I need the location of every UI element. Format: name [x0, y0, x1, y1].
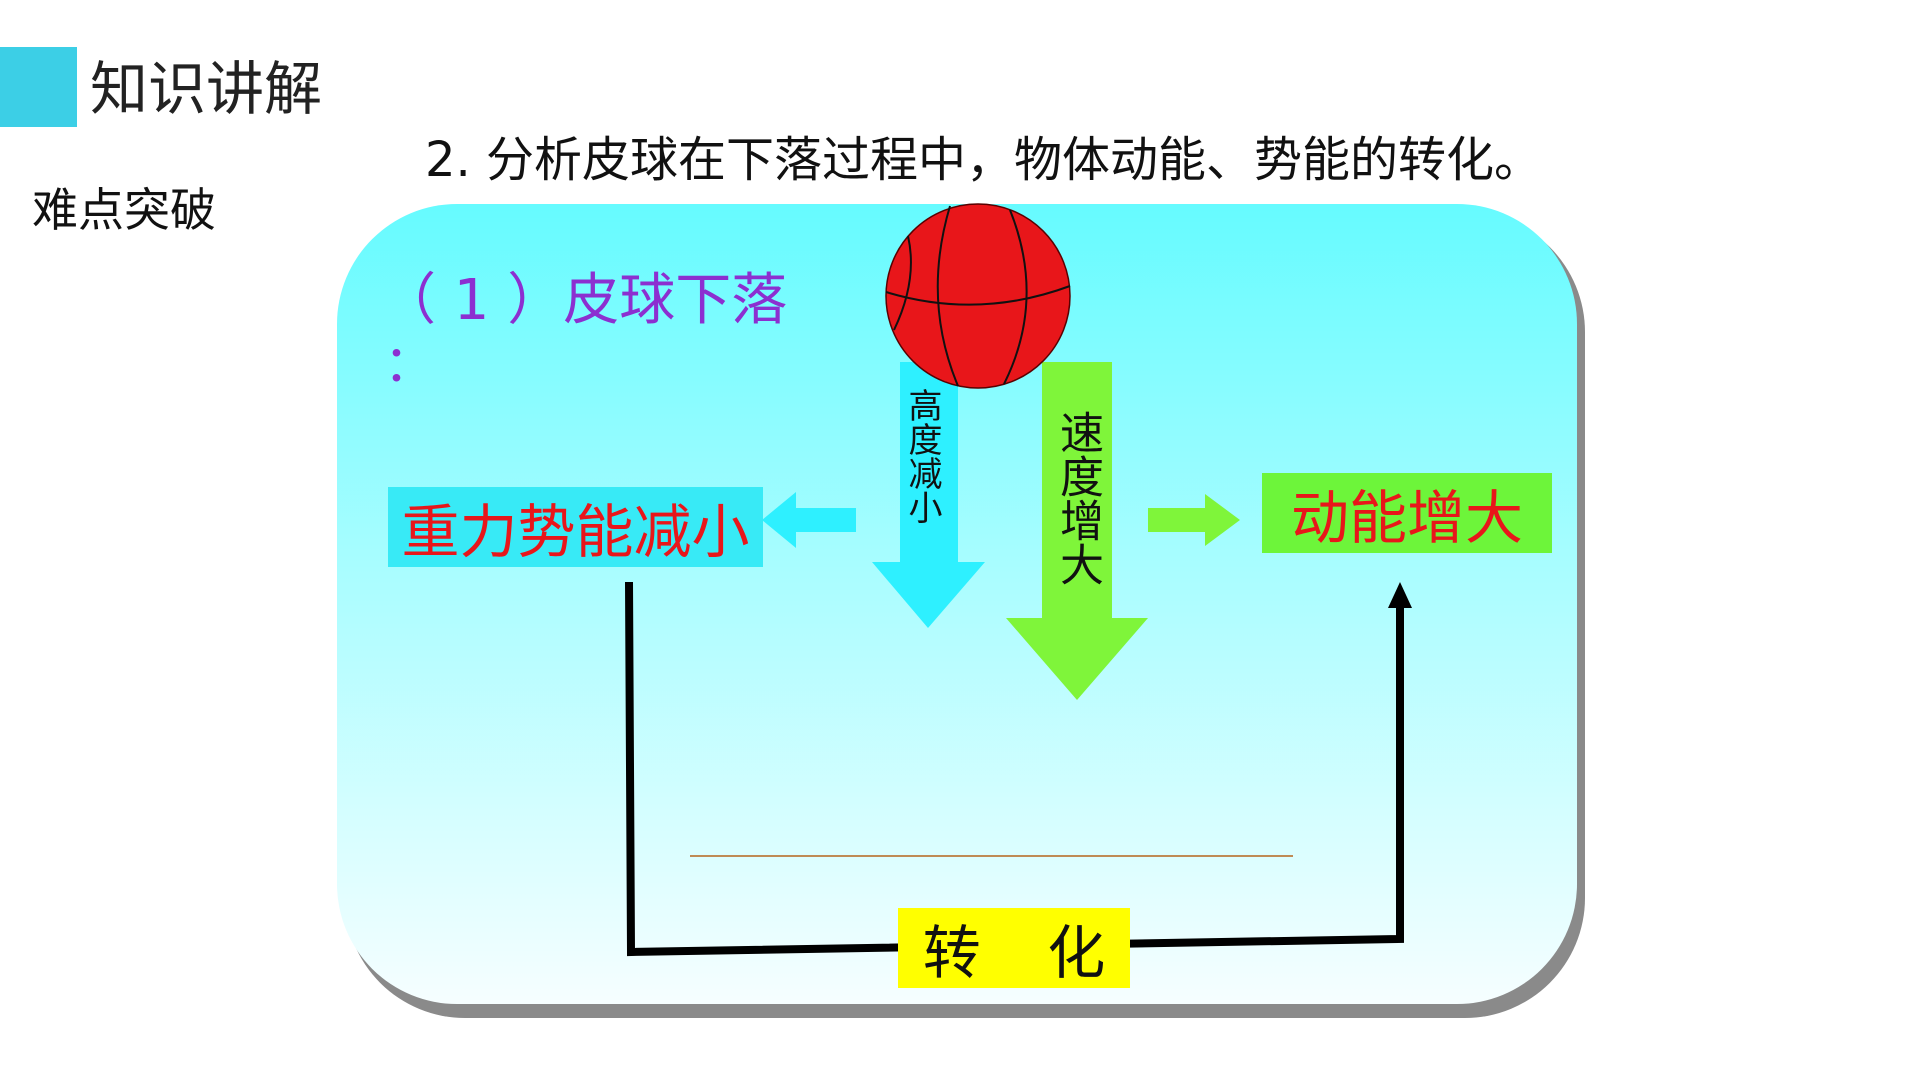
subtitle: 难点突破 — [32, 183, 216, 237]
conversion-path-arrowhead — [1388, 582, 1412, 608]
conversion-path — [625, 581, 1404, 957]
step-colon: ： — [384, 335, 434, 393]
ke-right-arrow — [1148, 494, 1240, 546]
height-decrease-label: 高度减小 — [902, 388, 942, 524]
question-text: 2. 分析皮球在下落过程中，物体动能、势能的转化。 — [425, 132, 1543, 188]
speed-increase-label: 速度增大 — [1052, 410, 1103, 586]
basketball-icon — [885, 203, 1071, 389]
pe-left-arrow — [762, 492, 856, 548]
height-down-arrow — [872, 362, 985, 628]
step-label: （ 1 ）皮球下落 — [380, 268, 788, 333]
section-accent-block — [0, 47, 77, 127]
speed-down-arrow — [1006, 362, 1148, 700]
kinetic-energy-box: 动能增大 — [1262, 473, 1552, 553]
potential-energy-box: 重力势能减小 — [388, 487, 763, 567]
conversion-box: 转 化 — [898, 908, 1130, 988]
section-title: 知识讲解 — [90, 55, 323, 123]
